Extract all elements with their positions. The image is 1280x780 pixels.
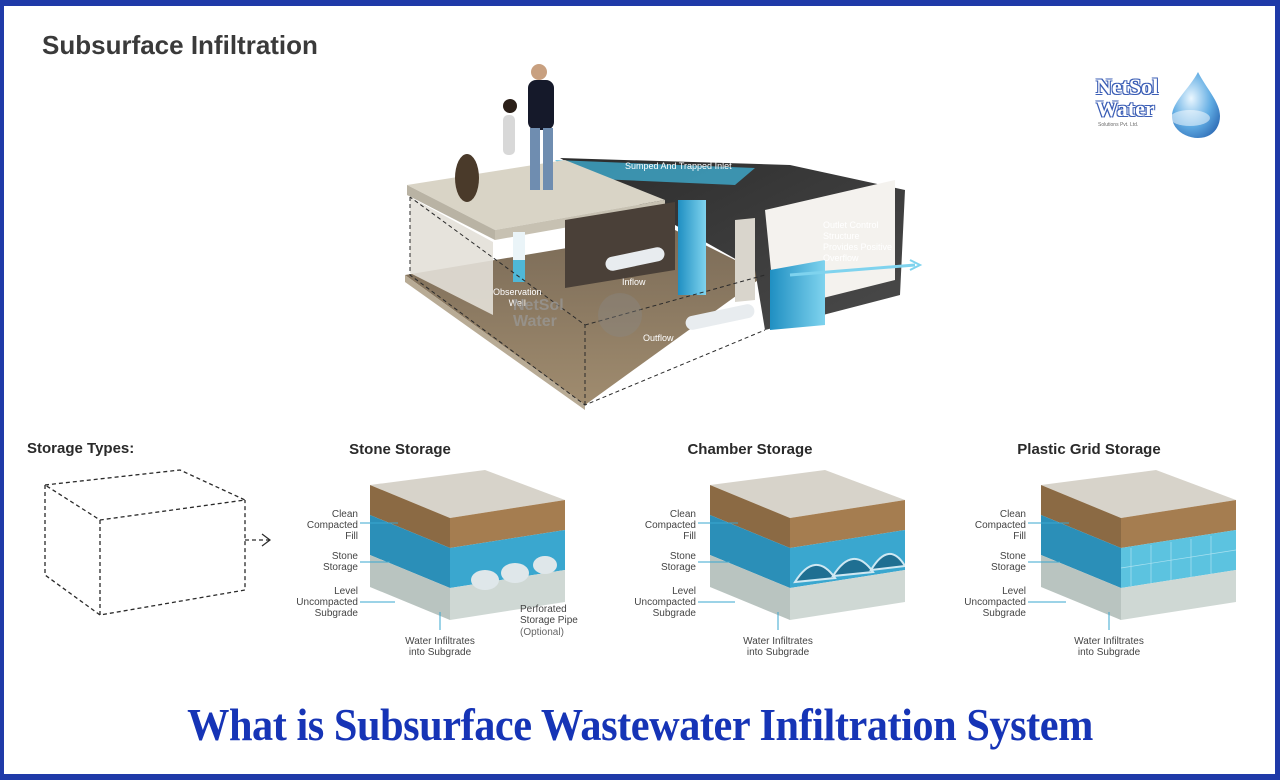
inlet-water-column xyxy=(678,200,706,295)
watermark-drop xyxy=(598,293,642,337)
frame-top xyxy=(0,0,1280,6)
grid-label-fill: Clean Compacted Fill xyxy=(974,509,1026,542)
frame-left xyxy=(0,0,4,780)
stone-label-subgrade: Level Uncompacted Subgrade xyxy=(296,586,358,619)
chamber-storage-cross-section xyxy=(710,470,905,620)
plastic-grid-lines xyxy=(1120,536,1236,586)
chamber-storage-title: Chamber Storage xyxy=(687,441,813,458)
stone-label-infiltrate: Water Infiltrates into Subgrade xyxy=(405,636,475,658)
chamber-label-storage: Stone Storage xyxy=(660,551,696,573)
chamber-label-subgrade: Level Uncompacted Subgrade xyxy=(634,586,696,619)
stone-label-fill: Clean Compacted Fill xyxy=(306,509,358,542)
bottom-title: What is Subsurface Wastewater Infiltrati… xyxy=(187,699,1093,750)
stone-label-storage: Stone Storage xyxy=(322,551,358,573)
grid-label-subgrade: Level Uncompacted Subgrade xyxy=(964,586,1026,619)
stone-label-pipe-optional: (Optional) xyxy=(520,627,564,638)
plastic-grid-storage-title: Plastic Grid Storage xyxy=(1017,441,1161,458)
inflow-pipe xyxy=(605,247,665,271)
callout-outlet-control: Outlet Control Structure Provides Positi… xyxy=(823,220,893,263)
chamber-label-infiltrate: Water Infiltrates into Subgrade xyxy=(743,636,813,658)
people-illustration xyxy=(455,64,554,202)
stone-storage-title: Stone Storage xyxy=(349,441,451,458)
storage-chambers xyxy=(793,553,905,584)
soil-floor xyxy=(405,230,765,405)
page-title: Subsurface Infiltration xyxy=(42,30,318,60)
logo-tagline: Solutions Pvt. Ltd. xyxy=(1098,122,1139,128)
plastic-grid-storage-cross-section xyxy=(1041,470,1236,620)
perforated-pipes xyxy=(471,556,557,590)
grid-label-storage: Stone Storage xyxy=(990,551,1026,573)
logo-line-1: NetSol xyxy=(1096,74,1159,99)
chamber-label-fill: Clean Compacted Fill xyxy=(644,509,696,542)
netsol-logo: NetSol Water Solutions Pvt. Ltd. xyxy=(1090,68,1225,140)
infiltration-cutaway-illustration: Stormwater Flows Into Sumped And Trapped… xyxy=(395,60,935,415)
outflow-pipe xyxy=(685,304,755,330)
frame-bottom xyxy=(0,774,1280,780)
callout-observation-well: Observation Well xyxy=(493,287,542,308)
callout-inflow: Inflow xyxy=(622,277,646,287)
stone-label-pipe: Perforated Storage Pipe xyxy=(520,604,578,626)
callout-stormwater: Stormwater Flows Into Sumped And Trapped… xyxy=(625,150,732,171)
callout-outflow: Outflow xyxy=(643,333,674,343)
storage-types-label: Storage Types: xyxy=(27,440,135,457)
dashed-volume-icon xyxy=(43,469,271,616)
grid-label-infiltrate: Water Infiltrates into Subgrade xyxy=(1074,636,1144,658)
stone-storage-cross-section xyxy=(370,470,565,620)
watermark-text: NetSol Water xyxy=(513,297,564,330)
water-drop-icon xyxy=(1170,72,1220,138)
frame-right xyxy=(1275,0,1280,780)
logo-line-2: Water xyxy=(1096,96,1155,121)
